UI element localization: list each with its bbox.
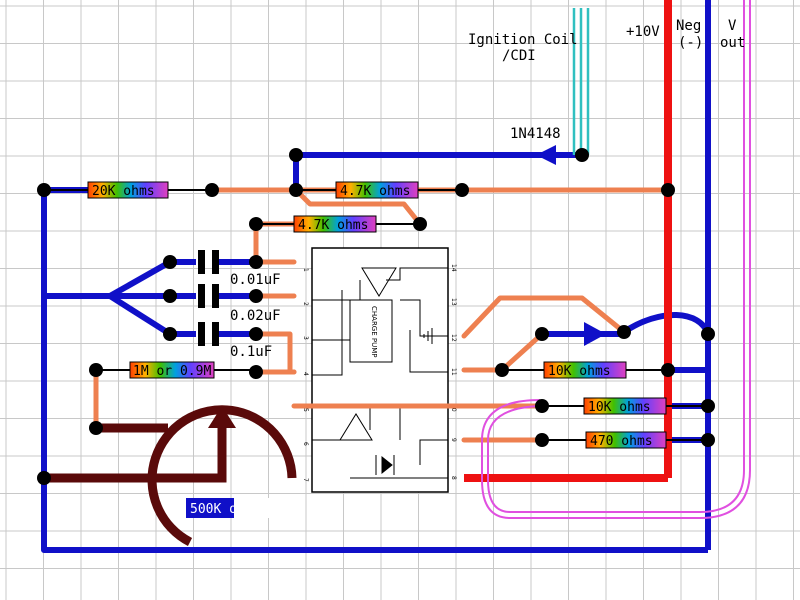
red-wires xyxy=(464,0,672,482)
junction-dot xyxy=(205,183,219,197)
teal-wire-ignition xyxy=(572,8,590,155)
top-labels: Ignition Coil /CDI 1N4148 +10V Neg (-) V… xyxy=(468,18,745,142)
opamp-symbol xyxy=(339,413,373,441)
junction-dot xyxy=(661,363,675,377)
orange-wires xyxy=(93,187,669,443)
zener-diode-symbol xyxy=(381,455,393,475)
potentiometer-500k xyxy=(44,405,297,546)
pot-lead-wiper xyxy=(44,426,227,483)
junction-dot xyxy=(495,363,509,377)
ignition-label-line1: Ignition Coil xyxy=(468,32,578,48)
resistor-10k-a-label: 10K ohms xyxy=(548,364,611,379)
comparator-symbol xyxy=(361,267,397,297)
capacitor-c1 xyxy=(198,250,256,274)
resistor-47k-top: 4.7K ohms xyxy=(296,181,462,199)
junction-dot xyxy=(89,421,103,435)
orange-wire-pin12 xyxy=(461,295,627,339)
junction-dot xyxy=(37,183,51,197)
junction-dot xyxy=(701,433,715,447)
pin-11-label: 11 xyxy=(450,368,457,376)
magenta-wire-vout xyxy=(481,0,751,519)
pin-4-label: 4 xyxy=(302,372,309,376)
junction-dot xyxy=(249,327,263,341)
junction-dot xyxy=(289,183,303,197)
ic-chip: CHARGE PUMP 1 2 3 4 5 6 7 14 13 12 11 10… xyxy=(302,247,457,493)
pin-12-label: 12 xyxy=(450,334,457,342)
rail-vout-label-line2: out xyxy=(720,35,745,51)
capacitor-c3-label: 0.1uF xyxy=(230,344,272,360)
pin-6-label: 6 xyxy=(302,442,309,446)
capacitor-c2-label: 0.02uF xyxy=(230,308,281,324)
junction-dot xyxy=(249,255,263,269)
resistor-1m-label: 1M or 0.9M xyxy=(133,364,211,379)
resistor-470-label: 470 ohms xyxy=(590,434,653,449)
capacitor-c3 xyxy=(198,322,256,346)
junction-dot xyxy=(249,365,263,379)
pin-5-label: 5 xyxy=(302,408,309,412)
rail-vout-label-line1: V xyxy=(728,18,737,34)
resistor-10k-b: 10K ohms xyxy=(540,397,708,415)
junction-dot xyxy=(661,183,675,197)
orange-wire-pin11-up xyxy=(499,331,545,373)
pin-7-label: 7 xyxy=(302,478,309,482)
junction-dot xyxy=(535,433,549,447)
junction-dot xyxy=(455,183,469,197)
resistor-47k-mid-label: 4.7K ohms xyxy=(298,218,368,233)
pin-13-label: 13 xyxy=(450,298,457,306)
junction-dot xyxy=(701,399,715,413)
resistor-20k: 20K ohms xyxy=(44,181,212,199)
pin-1-label: 1 xyxy=(302,268,309,272)
pot-label: 500K ohms xyxy=(190,502,260,517)
pin-14-label: 14 xyxy=(450,264,457,272)
junction-dot xyxy=(413,217,427,231)
junction-dot xyxy=(37,471,51,485)
diode-arrow-right xyxy=(584,322,606,346)
rail-neg-label-line1: Neg xyxy=(676,18,701,34)
resistor-20k-label: 20K ohms xyxy=(92,184,155,199)
junction-dot xyxy=(535,327,549,341)
pin-8-label: 8 xyxy=(450,476,457,480)
junction-dot xyxy=(617,325,631,339)
junction-dot xyxy=(701,327,715,341)
pot-body-arc xyxy=(147,405,297,546)
resistor-1m: 1M or 0.9M xyxy=(96,361,256,379)
blue-wire-cap-fan xyxy=(108,259,172,337)
blue-wire-diode-curve xyxy=(622,312,711,336)
junction-dot xyxy=(89,363,103,377)
blue-wire-ground-bus xyxy=(41,190,708,553)
junction-dots xyxy=(37,148,715,485)
pin-2-label: 2 xyxy=(302,302,309,306)
junction-dot xyxy=(163,255,177,269)
junction-dot xyxy=(535,399,549,413)
rail-neg-label-line2: (-) xyxy=(678,35,703,51)
ignition-label-line2: /CDI xyxy=(502,48,536,64)
junction-dot xyxy=(289,148,303,162)
diode-arrow-top xyxy=(536,145,556,165)
diode-label: 1N4148 xyxy=(510,126,561,142)
junction-dot xyxy=(575,148,589,162)
junction-dot xyxy=(163,327,177,341)
junction-dot xyxy=(163,289,177,303)
ic-body xyxy=(311,247,449,493)
charge-pump-label: CHARGE PUMP xyxy=(370,306,378,357)
pot-label-swatch xyxy=(186,498,234,518)
capacitor-c1-label: 0.01uF xyxy=(230,272,281,288)
pin-3-label: 3 xyxy=(302,336,309,340)
resistor-10k-a: 10K ohms xyxy=(502,361,668,379)
orange-wire-pin1 xyxy=(253,221,297,265)
charge-pump-box xyxy=(349,299,393,363)
resistor-47k-mid: 4.7K ohms xyxy=(256,215,420,233)
junction-dot xyxy=(249,217,263,231)
resistor-47k-top-label: 4.7K ohms xyxy=(340,184,410,199)
pin-9-label: 9 xyxy=(450,438,457,442)
junction-dot xyxy=(249,289,263,303)
orange-wire-to-47k-mid xyxy=(293,187,423,227)
ground-symbol xyxy=(423,328,448,344)
pot-wiper-arrow xyxy=(208,406,236,428)
resistor-10k-b-label: 10K ohms xyxy=(588,400,651,415)
rail-plus10v-label: +10V xyxy=(626,24,660,40)
resistor-470: 470 ohms xyxy=(540,431,708,449)
